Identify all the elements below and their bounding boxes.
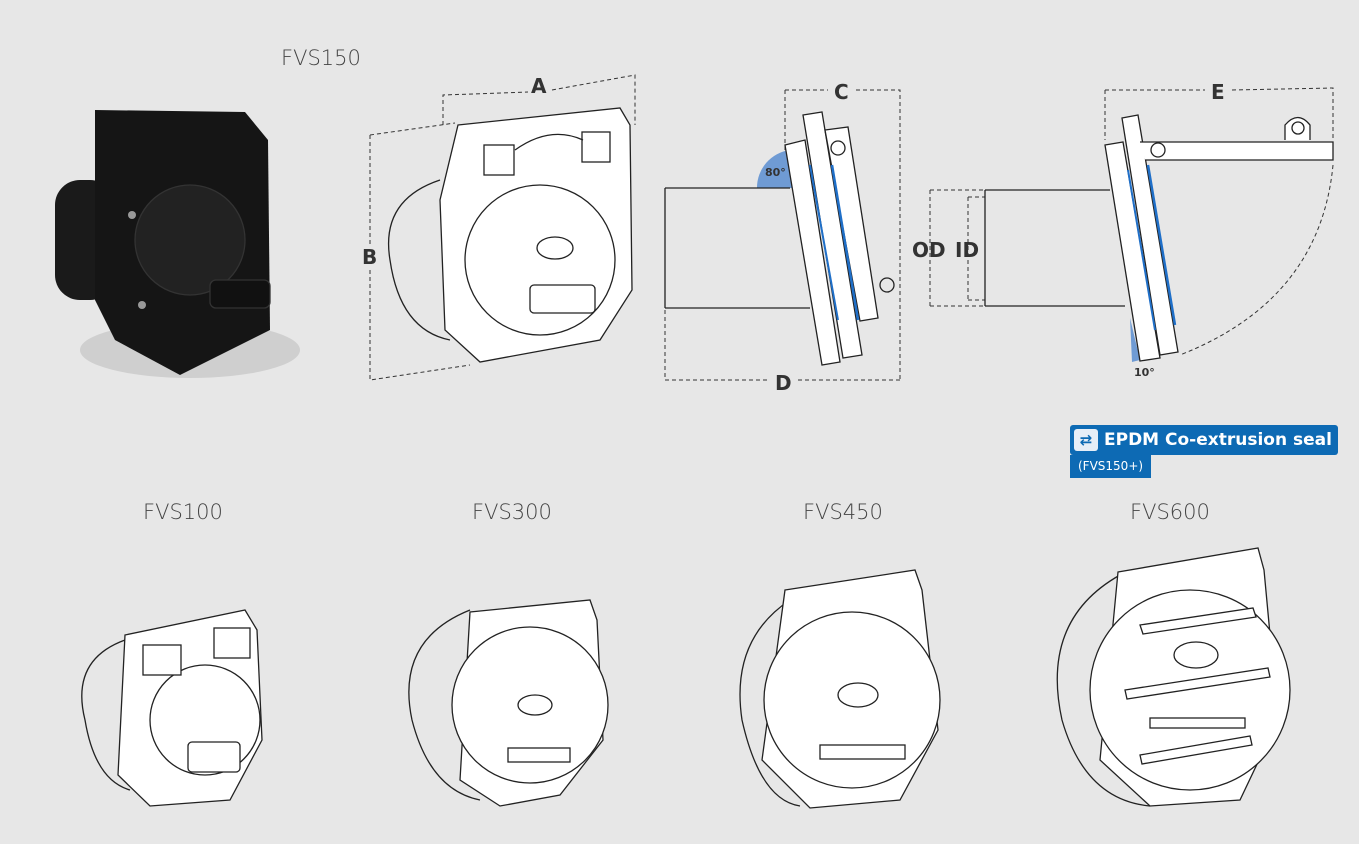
dimension-e: E	[1211, 80, 1225, 104]
dimension-c: C	[834, 80, 849, 104]
dimension-d: D	[775, 371, 792, 395]
fvs100-drawing	[81, 609, 263, 807]
dimension-lines	[369, 74, 1334, 381]
model-label-fvs450: FVS450	[803, 500, 883, 524]
dimension-a: A	[531, 74, 547, 98]
dimension-b: B	[362, 245, 378, 269]
swap-arrows-icon: ⇄	[1074, 429, 1098, 451]
model-label-fvs100: FVS100	[143, 500, 223, 524]
fvs300-drawing	[408, 599, 609, 807]
badge-sub-label: (FVS150+)	[1070, 455, 1152, 478]
epdm-seal-badge: ⇄ EPDM Co-extrusion seal	[1070, 425, 1338, 455]
fvs450-drawing	[739, 569, 941, 809]
fvs150-front-drawing	[388, 107, 633, 363]
badge-label: EPDM Co-extrusion seal	[1104, 430, 1332, 450]
dimension-od: OD	[912, 238, 946, 262]
dimension-id: ID	[955, 238, 980, 262]
model-label-fvs600: FVS600	[1130, 500, 1210, 524]
angle-80-label: 80°	[765, 166, 786, 179]
model-label-main: FVS150	[281, 46, 361, 70]
side-view-c-d	[664, 111, 895, 366]
fvs150-product-photo	[55, 110, 300, 378]
model-label-fvs300: FVS300	[472, 500, 552, 524]
side-view-e	[984, 114, 1334, 362]
angle-10-label: 10°	[1134, 366, 1155, 379]
fvs600-drawing	[1056, 547, 1291, 807]
